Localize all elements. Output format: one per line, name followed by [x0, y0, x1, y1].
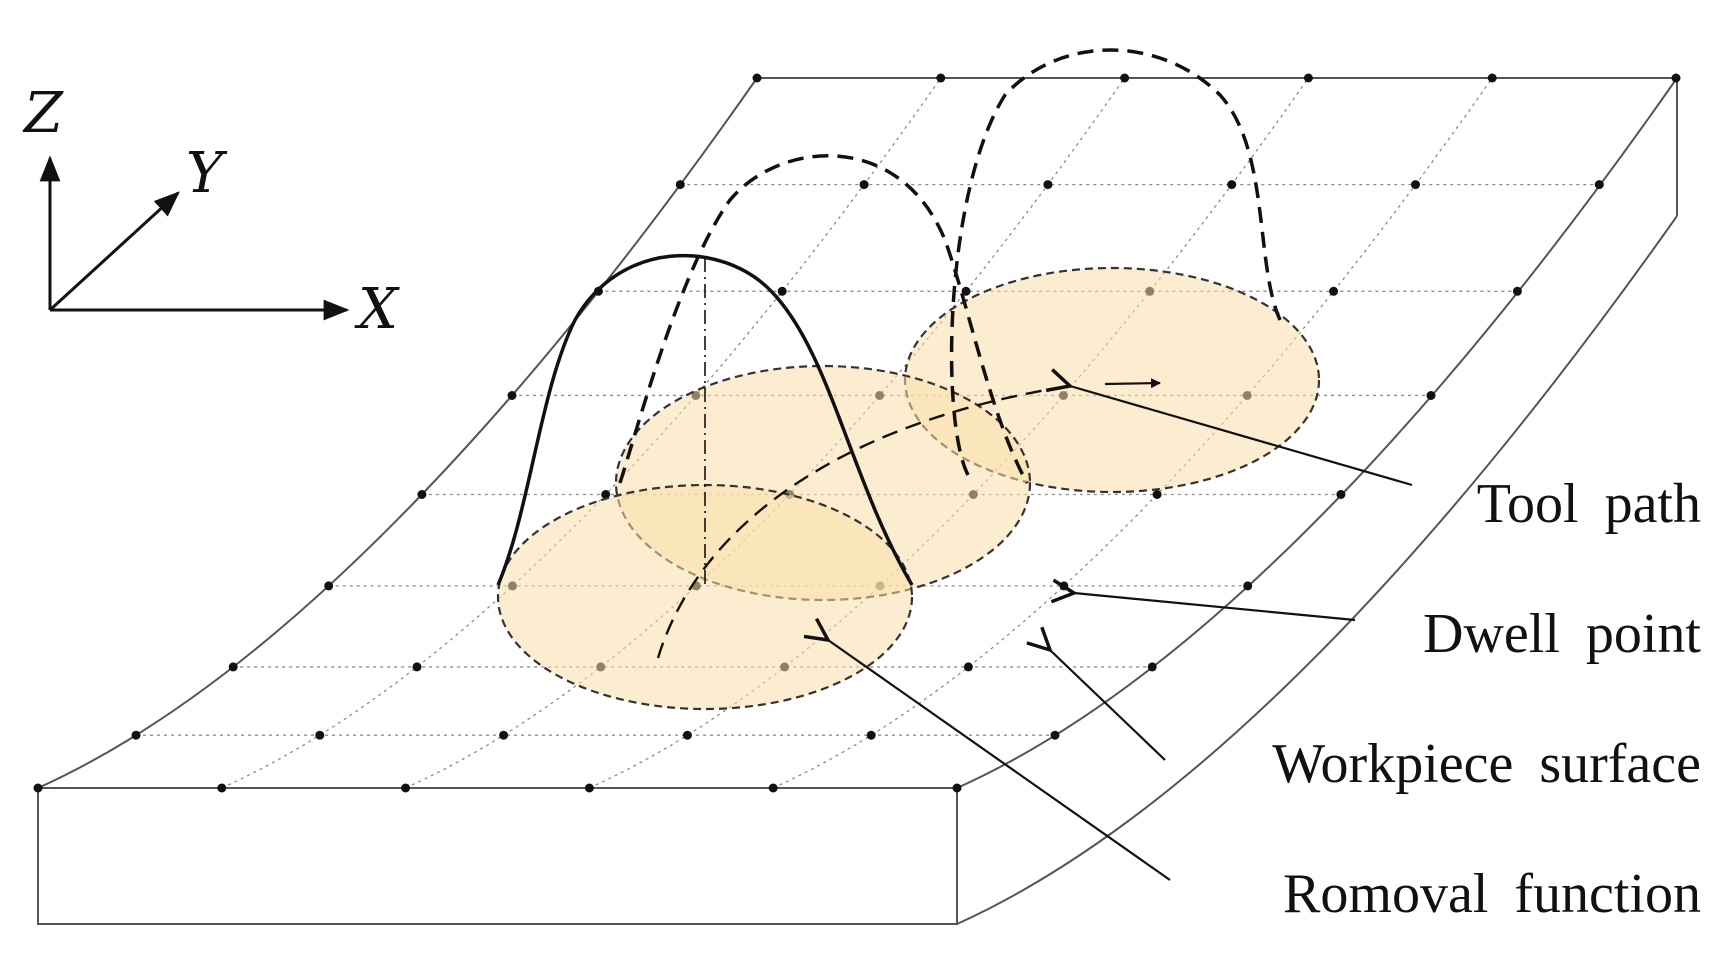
- y-axis-arrow: [48, 191, 180, 312]
- dwell-point-node: [1227, 180, 1237, 190]
- dwell-point-node: [1487, 73, 1497, 83]
- callout-leaders: [828, 386, 1413, 881]
- dwell-point-node: [952, 783, 962, 793]
- leader-tool-path: [1070, 386, 1413, 487]
- dwell-point-node: [1411, 180, 1420, 190]
- dwell-point-node: [228, 662, 238, 672]
- dwell-point-node: [1426, 391, 1436, 400]
- dwell-point-node: [866, 730, 876, 740]
- workpiece-side-curve: [956, 215, 1678, 925]
- dwell-point-node: [1147, 662, 1157, 672]
- callout-labels: Tool path Dwell point Workpiece surface …: [1272, 473, 1701, 925]
- tool-path: [656, 384, 1071, 659]
- dwell-point-node: [963, 662, 973, 672]
- label-dwell-point: Dwell point: [1423, 603, 1701, 665]
- dwell-point-node: [324, 581, 334, 591]
- dwell-point-node: [936, 73, 946, 83]
- dwell-point-node: [1043, 180, 1053, 190]
- removal-function-back: [949, 48, 1282, 476]
- dwell-point-node: [1512, 286, 1522, 296]
- label-workpiece-surface: Workpiece surface: [1272, 733, 1701, 795]
- dwell-point-node: [217, 783, 227, 793]
- workpiece-front-face: [37, 787, 958, 925]
- dwell-point-node: [507, 391, 517, 400]
- dwell-point-node: [859, 180, 869, 190]
- removal-function-front: [496, 254, 914, 586]
- dwell-point-node: [1594, 180, 1604, 190]
- leader-removal-function: [828, 640, 1171, 881]
- dwell-point-node: [499, 730, 509, 740]
- dwell-point-node: [777, 286, 787, 296]
- z-axis-label: Z: [22, 81, 64, 146]
- coordinate-axes: Z Y X: [22, 81, 400, 342]
- removal-functions: [496, 48, 1282, 586]
- dwell-point-node: [675, 180, 685, 190]
- dwell-point-node: [1243, 581, 1253, 591]
- dwell-point-node: [1059, 581, 1069, 591]
- label-removal-function: Romoval function: [1283, 863, 1701, 925]
- dwell-point-node: [1303, 73, 1313, 83]
- dwell-point-node: [768, 783, 778, 793]
- dwell-point-node: [1671, 73, 1681, 83]
- dwell-point-node: [131, 730, 141, 740]
- dwell-point-node: [961, 286, 971, 296]
- y-axis-label: Y: [186, 141, 228, 206]
- dwell-point-node: [412, 662, 422, 672]
- x-axis-label: X: [354, 277, 400, 342]
- dwell-point-node: [1329, 286, 1339, 296]
- dwell-point-node: [1336, 490, 1346, 499]
- removal-footprints: [496, 266, 1321, 711]
- dwell-point-node: [1120, 73, 1130, 83]
- tool-path-arrow-tip: [1104, 378, 1161, 389]
- dwell-point-node: [601, 490, 611, 499]
- dwell-point-node: [1050, 730, 1060, 740]
- dwell-point-node: [584, 783, 594, 793]
- leader-dwell-point: [1074, 593, 1356, 622]
- dwell-point-node: [1152, 490, 1162, 499]
- dwell-point-node: [33, 783, 43, 793]
- dwell-point-node: [682, 730, 692, 740]
- dwell-point-node: [752, 73, 762, 83]
- label-tool-path: Tool path: [1477, 473, 1701, 535]
- dwell-point-node: [401, 783, 411, 793]
- leader-workpiece-surface: [1050, 650, 1166, 761]
- dwell-point-node: [315, 730, 325, 740]
- dwell-point-node: [417, 490, 427, 499]
